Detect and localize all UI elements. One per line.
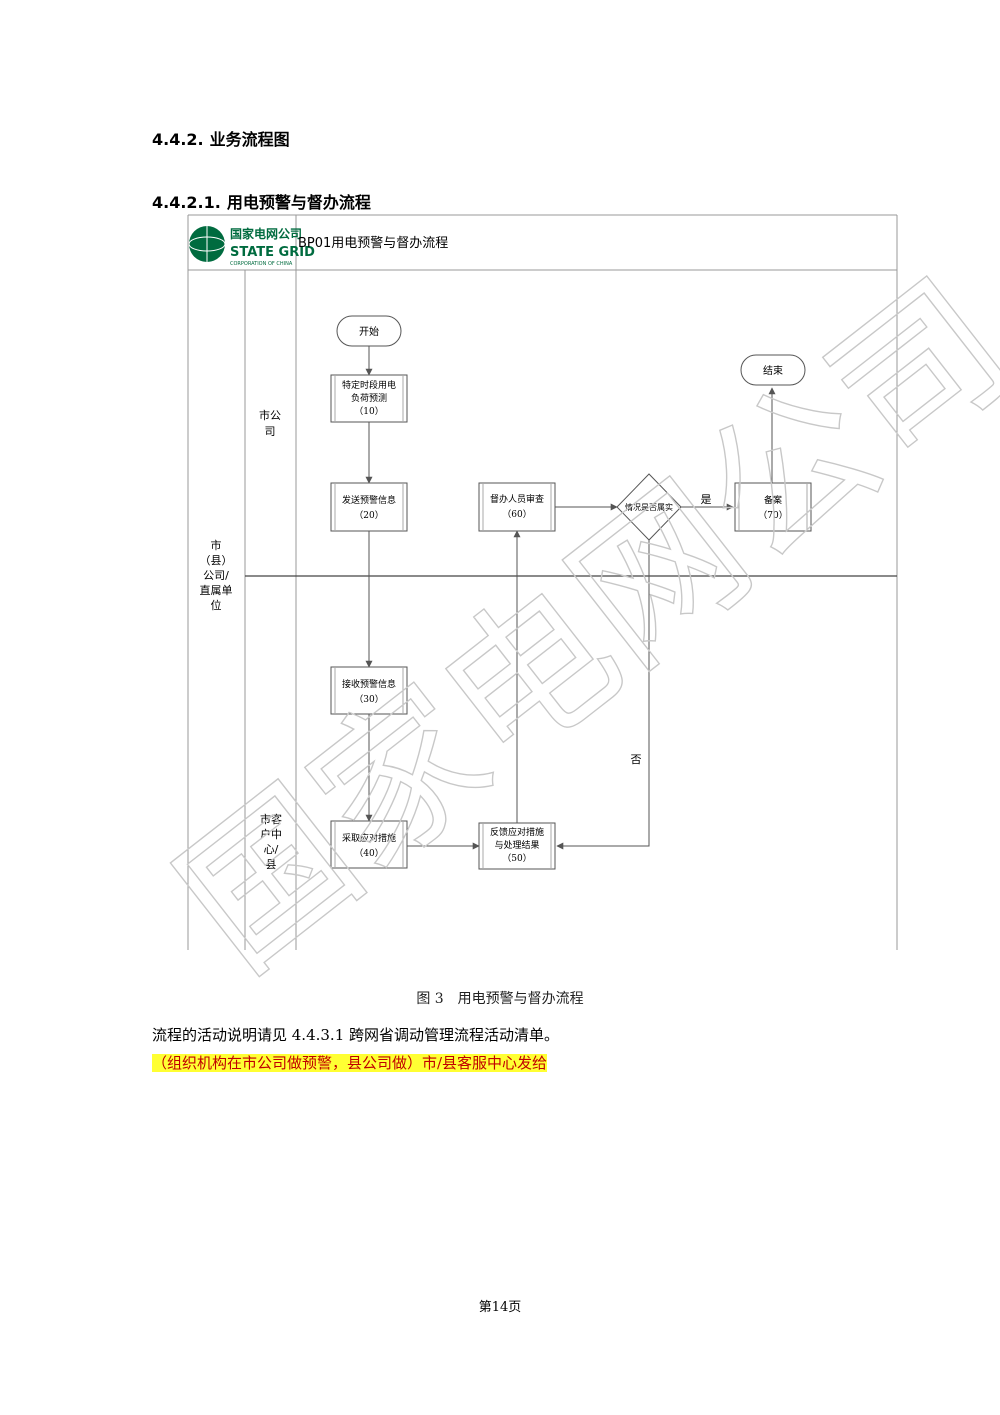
svg-text:督办人员审查: 督办人员审查 [490,493,544,505]
no-label: 否 [631,753,642,766]
svg-text:（70）: （70） [758,510,787,521]
logo-cn: 国家电网公司 [230,226,302,241]
start-node: 开始 [336,315,402,347]
svg-text:开始: 开始 [359,325,379,338]
subsection-number: 4.4.2.1. [152,193,221,212]
task-40: 采取应对措施 （40） [330,820,408,869]
figure-title: 用电预警与督办流程 [457,991,584,1007]
svg-text:（40）: （40） [354,848,383,859]
svg-text:市: 市 [211,538,222,552]
flowchart: 国家电网公司 STATE GRID CORPORATION OF CHINA B… [145,214,1000,1000]
subsection-title: 用电预警与督办流程 [226,193,371,212]
svg-text:采取应对措施: 采取应对措施 [342,832,396,844]
logo-en: STATE GRID [230,245,315,260]
svg-text:市客: 市客 [260,812,282,826]
pool-label: 市 （县） 公司/ 直属单 位 [200,538,233,612]
svg-text:（20）: （20） [354,510,383,521]
state-grid-logo: 国家电网公司 STATE GRID CORPORATION OF CHINA [188,226,315,267]
svg-text:县: 县 [266,858,277,871]
section-heading: 4.4.2. 业务流程图 [152,126,290,150]
svg-text:户中: 户中 [260,827,282,841]
body-text: 流程的活动说明请见 4.4.3.1 跨网省调动管理流程活动清单。 [152,1026,560,1044]
highlight-note: （组织机构在市公司做预警，县公司做）市/县客服中心发给 [152,1052,548,1073]
lane-label-customer-center: 市客 户中 心/ 县 [260,812,282,871]
svg-text:备案: 备案 [764,494,782,506]
task-10: 特定时段用电 负荷预测 （10） [330,374,408,423]
svg-text:与处理结果: 与处理结果 [494,839,539,851]
yes-label: 是 [701,493,712,506]
svg-text:（县）: （县） [200,554,233,567]
task-70: 备案 （70） [734,482,812,532]
decision-node: 情况是否属实 [616,473,682,541]
task-30: 接收预警信息 （30） [330,666,408,715]
svg-text:（50）: （50） [502,853,531,864]
task-50: 反馈应对措施 与处理结果 （50） [478,822,556,870]
svg-text:位: 位 [211,598,222,612]
svg-text:负荷预测: 负荷预测 [351,392,387,404]
end-node: 结束 [740,354,806,386]
page-number: 第14页 [478,1300,522,1315]
lane-label-city: 市公 司 [259,408,281,438]
svg-text:（10）: （10） [354,406,383,417]
svg-text:发送预警信息: 发送预警信息 [342,494,396,506]
svg-text:结束: 结束 [763,364,783,377]
diagram-frame [187,214,898,950]
connectors [365,346,776,850]
svg-text:心/: 心/ [264,843,279,856]
svg-text:公司/: 公司/ [203,569,229,582]
highlight-note-text: （组织机构在市公司做预警，县公司做）市/县客服中心发给 [152,1054,548,1072]
figure-caption: 图 3 用电预警与督办流程 [0,988,1000,1008]
svg-text:反馈应对措施: 反馈应对措施 [490,826,544,838]
diagram-title: BP01用电预警与督办流程 [298,235,448,251]
svg-text:情况是否属实: 情况是否属实 [625,502,673,512]
figure-label: 图 3 [416,991,444,1007]
svg-text:市公: 市公 [259,408,281,422]
watermark: 国家电网公司 [146,245,1000,1000]
svg-text:特定时段用电: 特定时段用电 [342,379,396,391]
logo-sub: CORPORATION OF CHINA [230,261,293,267]
subsection-heading: 4.4.2.1. 用电预警与督办流程 [152,189,371,213]
svg-text:（30）: （30） [354,694,383,705]
section-number: 4.4.2. [152,130,204,149]
task-20: 发送预警信息 （20） [330,482,408,532]
svg-text:（60）: （60） [502,509,531,520]
task-60: 督办人员审查 （60） [478,482,556,532]
svg-text:直属单: 直属单 [200,583,233,597]
section-title: 业务流程图 [209,130,290,149]
svg-text:接收预警信息: 接收预警信息 [342,678,396,690]
svg-text:司: 司 [265,425,276,438]
